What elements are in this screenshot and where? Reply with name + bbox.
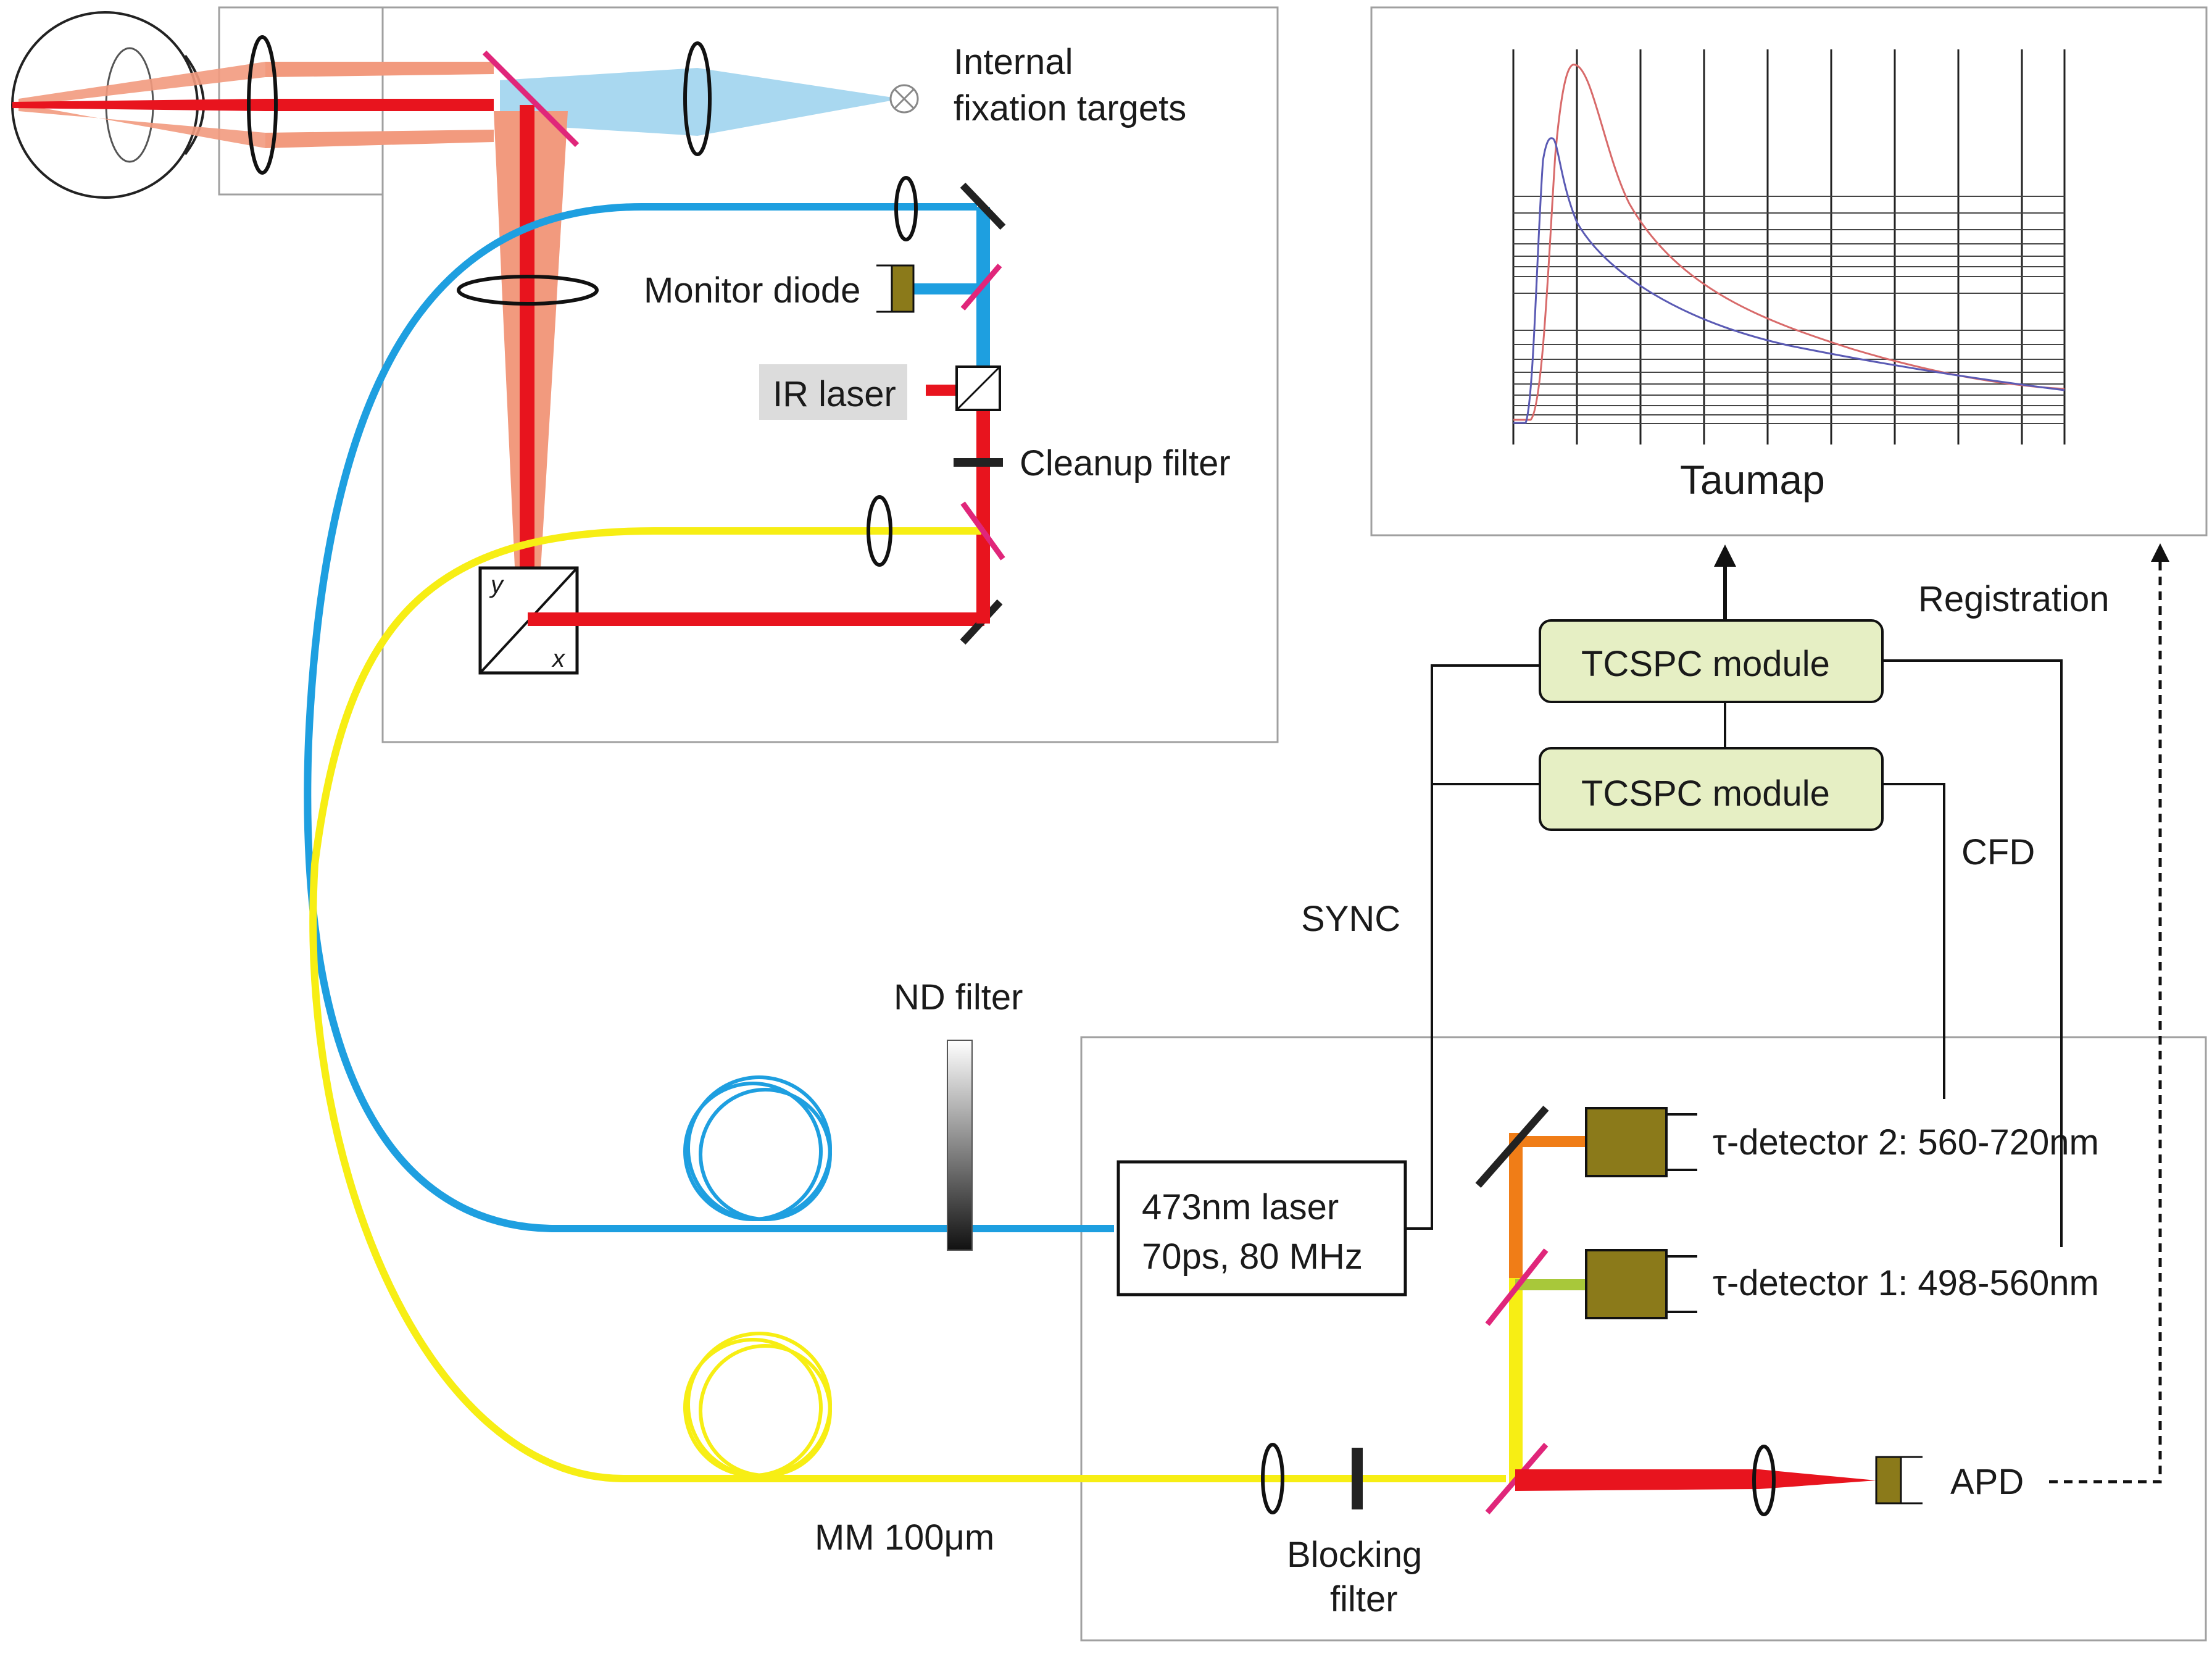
registration-line — [2049, 543, 2169, 1484]
fiber-coil-icon — [683, 1332, 832, 1477]
cleanup-filter-icon — [954, 458, 1003, 467]
taumap-panel — [1370, 6, 2208, 536]
ir-laser-label-bg — [759, 364, 907, 420]
tcspc-bottom-label: TCSPC module — [1581, 774, 1830, 814]
ir-horizontal-beam — [528, 612, 984, 626]
mm-fiber-label: MM 100μm — [815, 1517, 994, 1558]
ir-beam-center — [265, 99, 494, 111]
lens-icon — [457, 275, 599, 306]
ir-beam-lower — [265, 130, 494, 148]
decay-curve-red — [1513, 64, 2065, 421]
nd-filter-label: ND filter — [894, 977, 1023, 1017]
detector-icon — [1875, 1456, 1923, 1505]
orange-beam-h — [1515, 1136, 1589, 1147]
sync-label: SYNC — [1301, 899, 1400, 939]
tcspc-module-bottom — [1539, 747, 1884, 831]
apd-label: APD — [1950, 1462, 2024, 1502]
mirror-icon — [960, 182, 1006, 230]
cfd-wire-det2 — [1882, 783, 1945, 1099]
blocking-filter-icon — [1352, 1448, 1363, 1509]
dichroic-mirror-top — [482, 50, 580, 148]
detector-icon — [1585, 1107, 1697, 1177]
laser-label-line1: 473nm laser — [1142, 1187, 1339, 1227]
taumap-label: Taumap — [1680, 457, 1825, 503]
dichroic-mirror-monitor — [960, 264, 1002, 311]
monitor-diode-label: Monitor diode — [644, 270, 860, 311]
registration-label: Registration — [1918, 579, 2109, 619]
scanner-y-label: y — [489, 571, 505, 598]
fixation-target-icon — [889, 84, 919, 114]
scanner-x-label: x — [551, 645, 566, 672]
fixation-label-line1: Internal — [954, 42, 1073, 82]
detector2-label: τ-detector 2: 560-720nm — [1713, 1122, 2099, 1162]
fixation-label-line2: fixation targets — [954, 88, 1186, 128]
lime-beam-h — [1515, 1279, 1589, 1290]
lens-icon — [1752, 1445, 1776, 1516]
excitation-fiber — [304, 203, 1114, 1232]
lens-icon — [247, 35, 278, 175]
laser-box — [1116, 1160, 1407, 1296]
ir-vertical-beam — [520, 105, 534, 617]
monitor-diode-beam — [910, 283, 979, 294]
taumap-plot — [1512, 49, 2066, 445]
ir-laser-label: IR laser — [773, 374, 896, 414]
decay-curve-blue — [1513, 137, 2065, 424]
sync-wire — [1405, 664, 1540, 1230]
yellow-detector-beam — [1509, 1275, 1523, 1485]
ir-beam-upper — [265, 62, 494, 77]
dichroic-mirror-yellow — [960, 501, 1005, 561]
nd-filter-icon — [947, 1040, 973, 1251]
lens-icon — [867, 495, 892, 567]
cleanup-filter-label: Cleanup filter — [1020, 443, 1231, 483]
detector-icon — [1585, 1249, 1697, 1319]
fixation-beam — [500, 68, 901, 136]
dichroic-mirror-detector1 — [1485, 1248, 1549, 1326]
detection-panel — [1080, 1036, 2207, 1642]
lens-icon — [894, 176, 918, 241]
detector1-label: τ-detector 1: 498-560nm — [1713, 1263, 2099, 1303]
cfd-label: CFD — [1961, 832, 2035, 872]
fluorescence-fiber — [309, 527, 1506, 1482]
lens-icon — [1261, 1443, 1284, 1514]
blocking-filter-line1: Blocking — [1287, 1535, 1422, 1575]
ir-right-vertical — [976, 389, 990, 624]
blocking-filter-line2: filter — [1330, 1579, 1398, 1619]
cfd-wire-det1 — [1882, 659, 2063, 1247]
lens-icon — [683, 41, 712, 156]
fiber-coil-icon — [683, 1075, 832, 1221]
mirror-icon — [1475, 1106, 1549, 1188]
laser-label-line2: 70ps, 80 MHz — [1142, 1237, 1363, 1277]
eye-icon — [11, 11, 265, 199]
detector-icon — [876, 264, 915, 313]
blue-vertical-beam — [976, 207, 990, 392]
orange-detector-beam — [1509, 1133, 1523, 1278]
apd-beam — [1515, 1469, 1876, 1491]
tcspc-top-label: TCSPC module — [1581, 644, 1830, 684]
beamsplitter-cube — [955, 365, 1001, 411]
